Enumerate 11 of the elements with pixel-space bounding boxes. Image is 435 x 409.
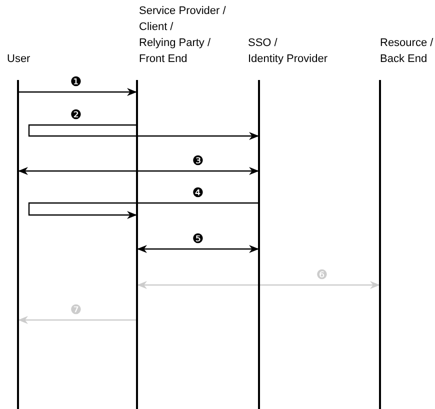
participant-label: Service Provider / Client / Relying Party / Front End [139,4,226,67]
message-arrow [137,245,259,253]
message-arrow [137,281,380,289]
message-arrow [18,316,137,324]
message-arrow [28,124,259,140]
message-arrow [18,167,259,175]
participant-label: User [7,52,30,67]
participant-label: SSO / Identity Provider [248,36,328,67]
message-arrow [18,88,137,96]
participant-label: Resource / Back End [380,36,434,67]
message-arrow [28,202,259,219]
